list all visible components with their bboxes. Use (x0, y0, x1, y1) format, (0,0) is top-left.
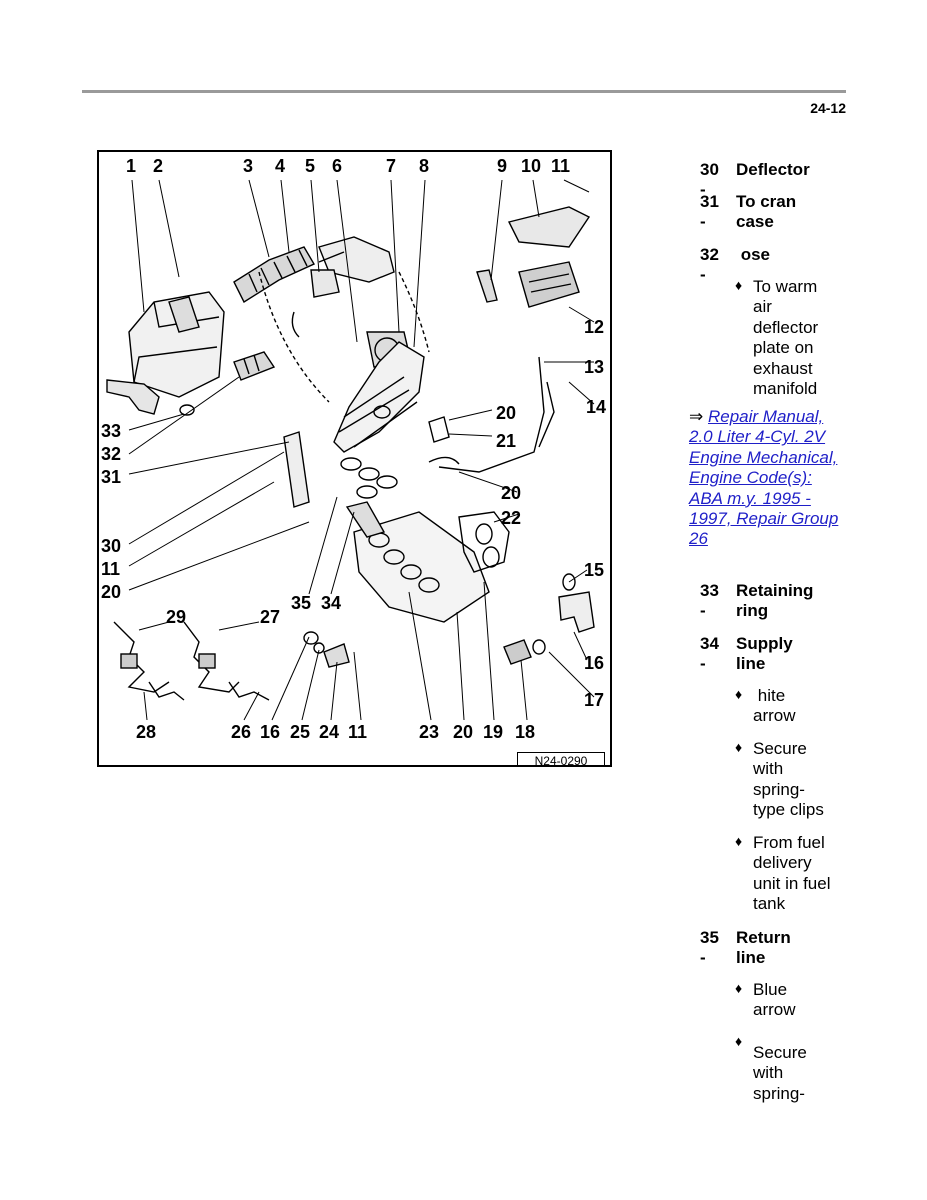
callout-14: 14 (586, 397, 606, 417)
callout-22: 22 (501, 508, 521, 528)
engine-parts-drawing: 1 2 3 4 5 6 7 8 9 10 11 12 13 14 20 21 2… (101, 156, 606, 742)
diamond-bullet-icon: ♦ (735, 980, 743, 996)
link-arrow-icon: ⇒ (689, 407, 704, 426)
callout-24: 24 (319, 722, 339, 742)
callout-27: 27 (260, 607, 280, 627)
callout-7: 7 (386, 156, 396, 176)
callout-11b: 11 (348, 722, 367, 742)
callout-33: 33 (101, 421, 121, 441)
callout-23: 23 (419, 722, 439, 742)
callout-8: 8 (419, 156, 429, 176)
callout-20bt: 20 (453, 722, 473, 742)
callout-3: 3 (243, 156, 253, 176)
callout-20b: 20 (501, 483, 521, 503)
callout-35: 35 (291, 593, 311, 613)
diamond-bullet-icon: ♦ (735, 277, 743, 293)
diamond-bullet-icon: ♦ (735, 1033, 743, 1049)
callout-16b: 16 (260, 722, 280, 742)
callout-34: 34 (321, 593, 341, 613)
callout-31: 31 (101, 467, 121, 487)
callout-17: 17 (584, 690, 604, 710)
callout-18: 18 (515, 722, 535, 742)
figure-id: N24-0290 (517, 752, 605, 765)
callout-5: 5 (305, 156, 315, 176)
callout-11l: 11 (101, 559, 120, 579)
callout-21: 21 (496, 431, 516, 451)
callout-26: 26 (231, 722, 251, 742)
callout-20a: 20 (496, 403, 516, 423)
callout-15: 15 (584, 560, 604, 580)
callout-1: 1 (126, 156, 136, 176)
callout-13: 13 (584, 357, 604, 377)
callout-32: 32 (101, 444, 121, 464)
diamond-bullet-icon: ♦ (735, 686, 743, 702)
callout-4: 4 (275, 156, 285, 176)
callout-6: 6 (332, 156, 342, 176)
callout-11: 11 (551, 156, 570, 176)
exploded-view-figure: 1 2 3 4 5 6 7 8 9 10 11 12 13 14 20 21 2… (97, 150, 612, 767)
callout-2: 2 (153, 156, 163, 176)
callout-19: 19 (483, 722, 503, 742)
callout-30: 30 (101, 536, 121, 556)
callout-25: 25 (290, 722, 310, 742)
repair-manual-link[interactable]: ⇒ Repair Manual, 2.0 Liter 4-Cyl. 2V Eng… (689, 407, 839, 549)
callout-9: 9 (497, 156, 507, 176)
callout-10: 10 (521, 156, 541, 176)
callout-28: 28 (136, 722, 156, 742)
callout-20l: 20 (101, 582, 121, 602)
callout-12: 12 (584, 317, 604, 337)
header-rule (82, 90, 846, 93)
callout-29: 29 (166, 607, 186, 627)
callout-16r: 16 (584, 653, 604, 673)
diamond-bullet-icon: ♦ (735, 833, 743, 849)
diamond-bullet-icon: ♦ (735, 739, 743, 755)
page-number: 24-12 (810, 100, 846, 116)
